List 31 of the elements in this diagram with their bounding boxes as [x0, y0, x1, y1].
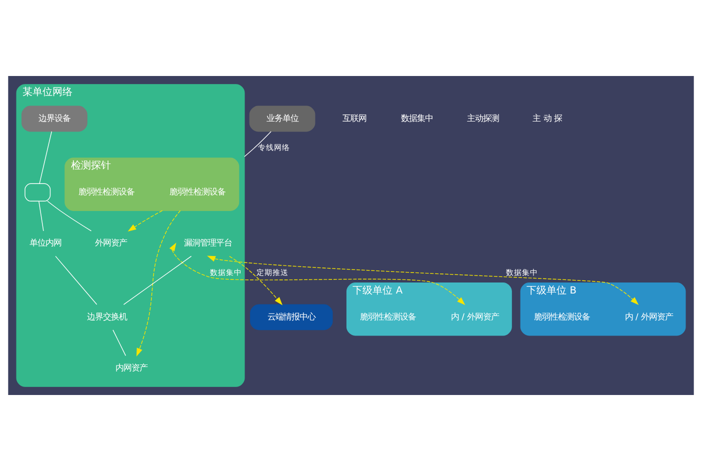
- node-text: 内 / 外网资产: [451, 311, 500, 322]
- node-box: 云端情报中心: [250, 304, 333, 330]
- connector: [244, 131, 272, 157]
- node-text: 脆弱性检测设备: [534, 311, 590, 322]
- arrow: [206, 256, 639, 305]
- node-text: 单位内网: [29, 238, 62, 248]
- node-text: 脆弱性检测设备: [360, 311, 416, 322]
- connector: [112, 330, 126, 356]
- node-text: 脆弱性检测设备: [78, 186, 134, 197]
- connector: [39, 131, 52, 184]
- arrow: [128, 210, 163, 232]
- label: 数据集中: [400, 112, 433, 123]
- label: 主动探测: [466, 112, 499, 123]
- arrow: [169, 242, 466, 306]
- node-box: 业务单位: [249, 106, 316, 132]
- connector: [47, 200, 92, 232]
- label: 主 动 探: [532, 112, 562, 123]
- node-box: 边界设备: [21, 106, 88, 132]
- connector: [38, 200, 44, 232]
- connector: [55, 256, 98, 305]
- connector: [123, 256, 192, 305]
- node-text: 边界交换机: [87, 311, 128, 322]
- node-box: [24, 183, 51, 202]
- node-text: 内 / 外网资产: [624, 311, 674, 322]
- arrow: [136, 210, 181, 357]
- node-text: 内网资产: [116, 362, 148, 373]
- node-text: 脆弱性检测设备: [169, 186, 226, 197]
- node-text: 外网资产: [95, 238, 128, 248]
- arrow: [229, 256, 283, 306]
- label: 互联网: [342, 112, 367, 123]
- node-text: 漏洞管理平台: [184, 238, 232, 248]
